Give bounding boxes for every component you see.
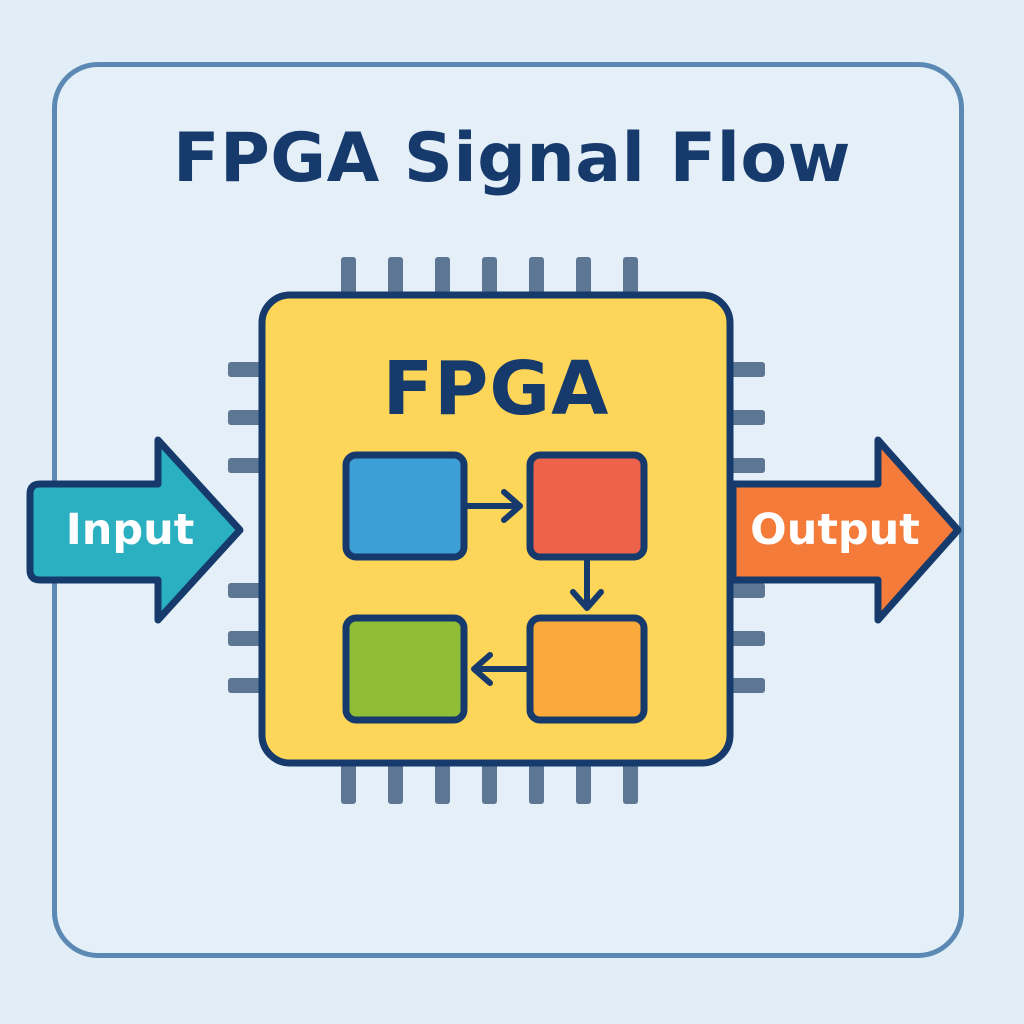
chip-pin-top bbox=[623, 257, 638, 299]
diagram-title: FPGA Signal Flow bbox=[173, 119, 851, 198]
chip-pin-top bbox=[388, 257, 403, 299]
chip-pin-right bbox=[727, 678, 765, 693]
chip-pins bbox=[228, 257, 765, 804]
chip-pin-top bbox=[341, 257, 356, 299]
logic-block-blue bbox=[342, 451, 468, 561]
output-label: Output bbox=[750, 505, 920, 555]
chip-pin-bottom bbox=[341, 760, 356, 804]
chip-label: FPGA bbox=[382, 346, 610, 432]
arrow-blue-to-red bbox=[461, 489, 523, 523]
chip-pin-left bbox=[228, 678, 266, 693]
chip-pin-left bbox=[228, 362, 266, 377]
input-label: Input bbox=[65, 505, 195, 555]
chip-pin-right bbox=[727, 458, 765, 473]
chip-pin-left bbox=[228, 583, 266, 598]
chip-pin-bottom bbox=[482, 760, 497, 804]
chip-pin-left bbox=[228, 631, 266, 646]
chip-pin-bottom bbox=[529, 760, 544, 804]
chip-pin-bottom bbox=[388, 760, 403, 804]
chip-pin-top bbox=[529, 257, 544, 299]
chip-pin-bottom bbox=[623, 760, 638, 804]
chip-pin-right bbox=[727, 583, 765, 598]
arrow-red-to-orange bbox=[570, 554, 604, 611]
chip-pin-left bbox=[228, 410, 266, 425]
chip-pin-top bbox=[576, 257, 591, 299]
logic-block-red bbox=[526, 451, 648, 561]
logic-block-green bbox=[342, 614, 468, 724]
logic-block-orange bbox=[526, 614, 648, 724]
chip-pin-right bbox=[727, 410, 765, 425]
chip-pin-right bbox=[727, 362, 765, 377]
chip-pin-top bbox=[435, 257, 450, 299]
arrow-orange-to-green bbox=[471, 652, 533, 686]
chip-pin-top bbox=[482, 257, 497, 299]
chip-pin-left bbox=[228, 458, 266, 473]
chip-pin-right bbox=[727, 631, 765, 646]
input-arrow bbox=[26, 436, 244, 624]
chip-pin-bottom bbox=[576, 760, 591, 804]
output-arrow bbox=[729, 436, 962, 624]
chip-pin-bottom bbox=[435, 760, 450, 804]
